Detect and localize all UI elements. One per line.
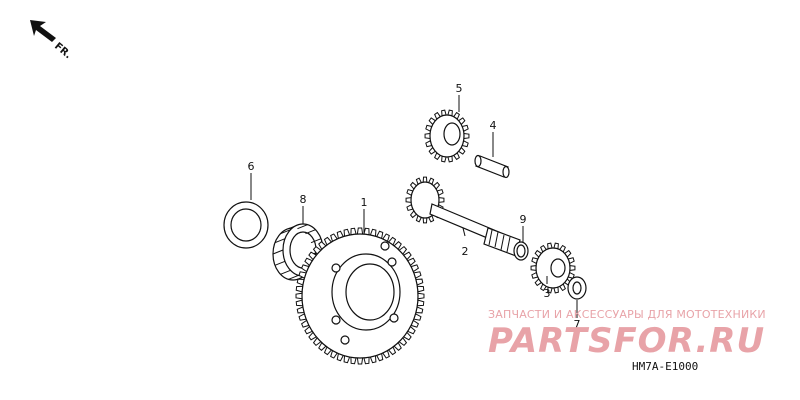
gear-tooth	[424, 132, 431, 140]
small-washer-part	[567, 276, 587, 300]
gear-tooth	[569, 265, 576, 271]
orientation-indicator: FR.	[30, 20, 73, 61]
arrow-front-icon	[30, 20, 56, 42]
gear-tooth	[422, 217, 428, 224]
needle-roller	[288, 274, 299, 280]
needle-roller	[288, 224, 299, 230]
washer-part	[223, 201, 269, 249]
gear-tooth	[356, 227, 364, 235]
callout-labels: 1 2 3 4 5 6 7 8 9	[248, 82, 581, 331]
starter-driven-gear-part	[295, 227, 425, 365]
needle-roller	[305, 229, 316, 235]
needle-roller	[297, 224, 308, 230]
pin-part	[474, 154, 510, 179]
callout-2: 2	[462, 245, 469, 258]
gear-tooth	[417, 292, 425, 300]
diagram-code: HM7A-E1000	[632, 360, 698, 373]
idle-gear-part	[424, 109, 470, 163]
callout-3: 3	[544, 287, 551, 300]
gear-tooth	[356, 357, 364, 365]
callout-8: 8	[300, 193, 307, 206]
reduction-shaft-part	[405, 176, 521, 257]
needle-roller	[280, 269, 291, 275]
callout-4: 4	[490, 119, 497, 132]
needle-roller	[310, 238, 322, 244]
gear-tooth	[295, 292, 303, 300]
needle-roller	[274, 260, 286, 266]
gear-tooth	[422, 176, 428, 183]
leader-lines	[250, 95, 578, 318]
gear-tooth	[438, 197, 445, 203]
watermark: ЗАПЧАСТИ И АКСЕССУАРЫ ДЛЯ МОТОТЕХНИКИ PA…	[488, 308, 766, 361]
callout-6: 6	[248, 160, 255, 173]
needle-roller	[274, 238, 286, 244]
needle-roller	[272, 249, 284, 255]
watermark-logo: PARTSFOR.RU	[488, 321, 765, 361]
snap-ring-part	[513, 241, 529, 261]
gear-tooth	[405, 197, 412, 203]
callout-5: 5	[456, 82, 463, 95]
orientation-label: FR.	[52, 41, 73, 61]
callout-9: 9	[520, 213, 527, 226]
gear-tooth	[530, 265, 537, 271]
gear-tooth	[463, 132, 470, 140]
callout-1: 1	[361, 196, 368, 209]
watermark-tagline: ЗАПЧАСТИ И АКСЕССУАРЫ ДЛЯ МОТОТЕХНИКИ	[488, 308, 766, 321]
callout-7: 7	[574, 318, 581, 331]
needle-roller	[280, 229, 291, 235]
